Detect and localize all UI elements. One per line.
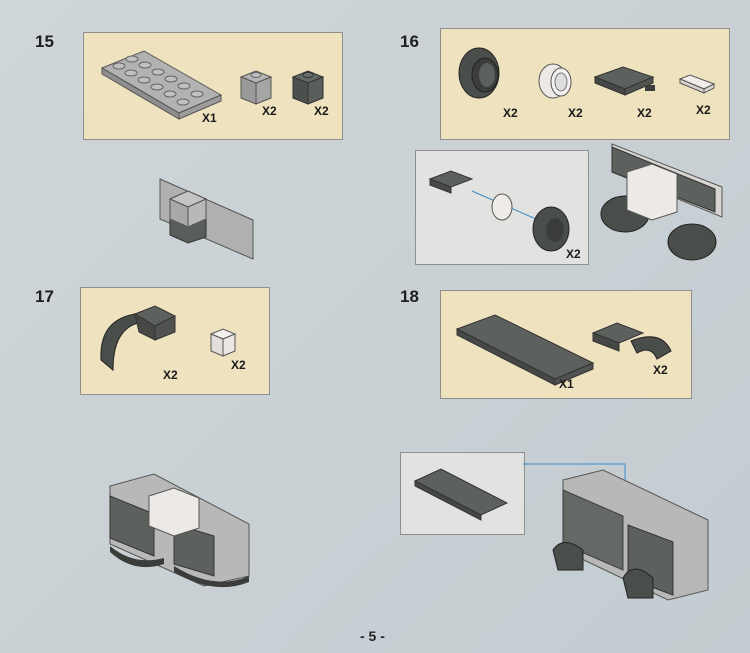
step-15-part-3-qty: X2 — [314, 104, 329, 118]
step-16-part-3-qty: X2 — [637, 106, 652, 120]
tire-icon — [458, 47, 500, 99]
step-18-part-2-qty: X2 — [653, 363, 668, 377]
step-15-part-1-qty: X1 — [202, 111, 217, 125]
step-18-part-1-qty: X1 — [559, 377, 574, 391]
step-17-assembly-icon — [109, 473, 250, 588]
plate-2x2-with-pin-icon — [593, 66, 655, 96]
plate-2x6-light-grey-icon — [100, 50, 223, 120]
step-15-part-2-qty: X2 — [262, 104, 277, 118]
step-15-number: 15 — [35, 32, 54, 51]
step-16-part-2-qty: X2 — [568, 106, 583, 120]
step-17-part-2-qty: X2 — [231, 358, 246, 372]
step-16-part-1-qty: X2 — [503, 106, 518, 120]
step-18-assembly-icon — [523, 463, 709, 601]
step-17-part-1-qty: X2 — [163, 368, 178, 382]
wheel-rim-icon — [538, 63, 572, 99]
step-16-part-4-qty: X2 — [696, 103, 711, 117]
plate-with-clip-icon — [591, 322, 672, 360]
wheel-assembly-exploded-icon — [428, 170, 570, 252]
page-number: - 5 - — [360, 628, 385, 644]
step-18-subassembly-box — [400, 452, 525, 535]
plate-2x6-subassembly-icon — [413, 468, 509, 521]
step-17-number: 17 — [35, 287, 54, 306]
step-17-parts-box: X2 X2 — [80, 287, 270, 395]
step-15-parts-box: X1 X2 X2 — [83, 32, 343, 140]
plate-2x6-dark-grey-icon — [455, 314, 595, 386]
step-16-assembly-icon — [600, 143, 723, 261]
step-18-parts-box: X1 X2 — [440, 290, 692, 399]
brick-1x1-dark-grey-icon — [291, 70, 325, 105]
mudguard-arch-icon — [100, 305, 177, 372]
step-16-number: 16 — [400, 32, 419, 51]
brick-1x1-white-icon — [209, 328, 237, 357]
step-16-subassembly-box: X2 — [415, 150, 589, 265]
step-18-number: 18 — [400, 287, 419, 306]
step-16-subassembly-qty: X2 — [566, 247, 581, 261]
brick-1x1-light-grey-icon — [239, 70, 273, 105]
step-16-parts-box: X2 X2 X2 X2 — [440, 28, 730, 140]
step-15-assembly-icon — [159, 178, 254, 260]
tile-1x2-icon — [678, 74, 716, 94]
